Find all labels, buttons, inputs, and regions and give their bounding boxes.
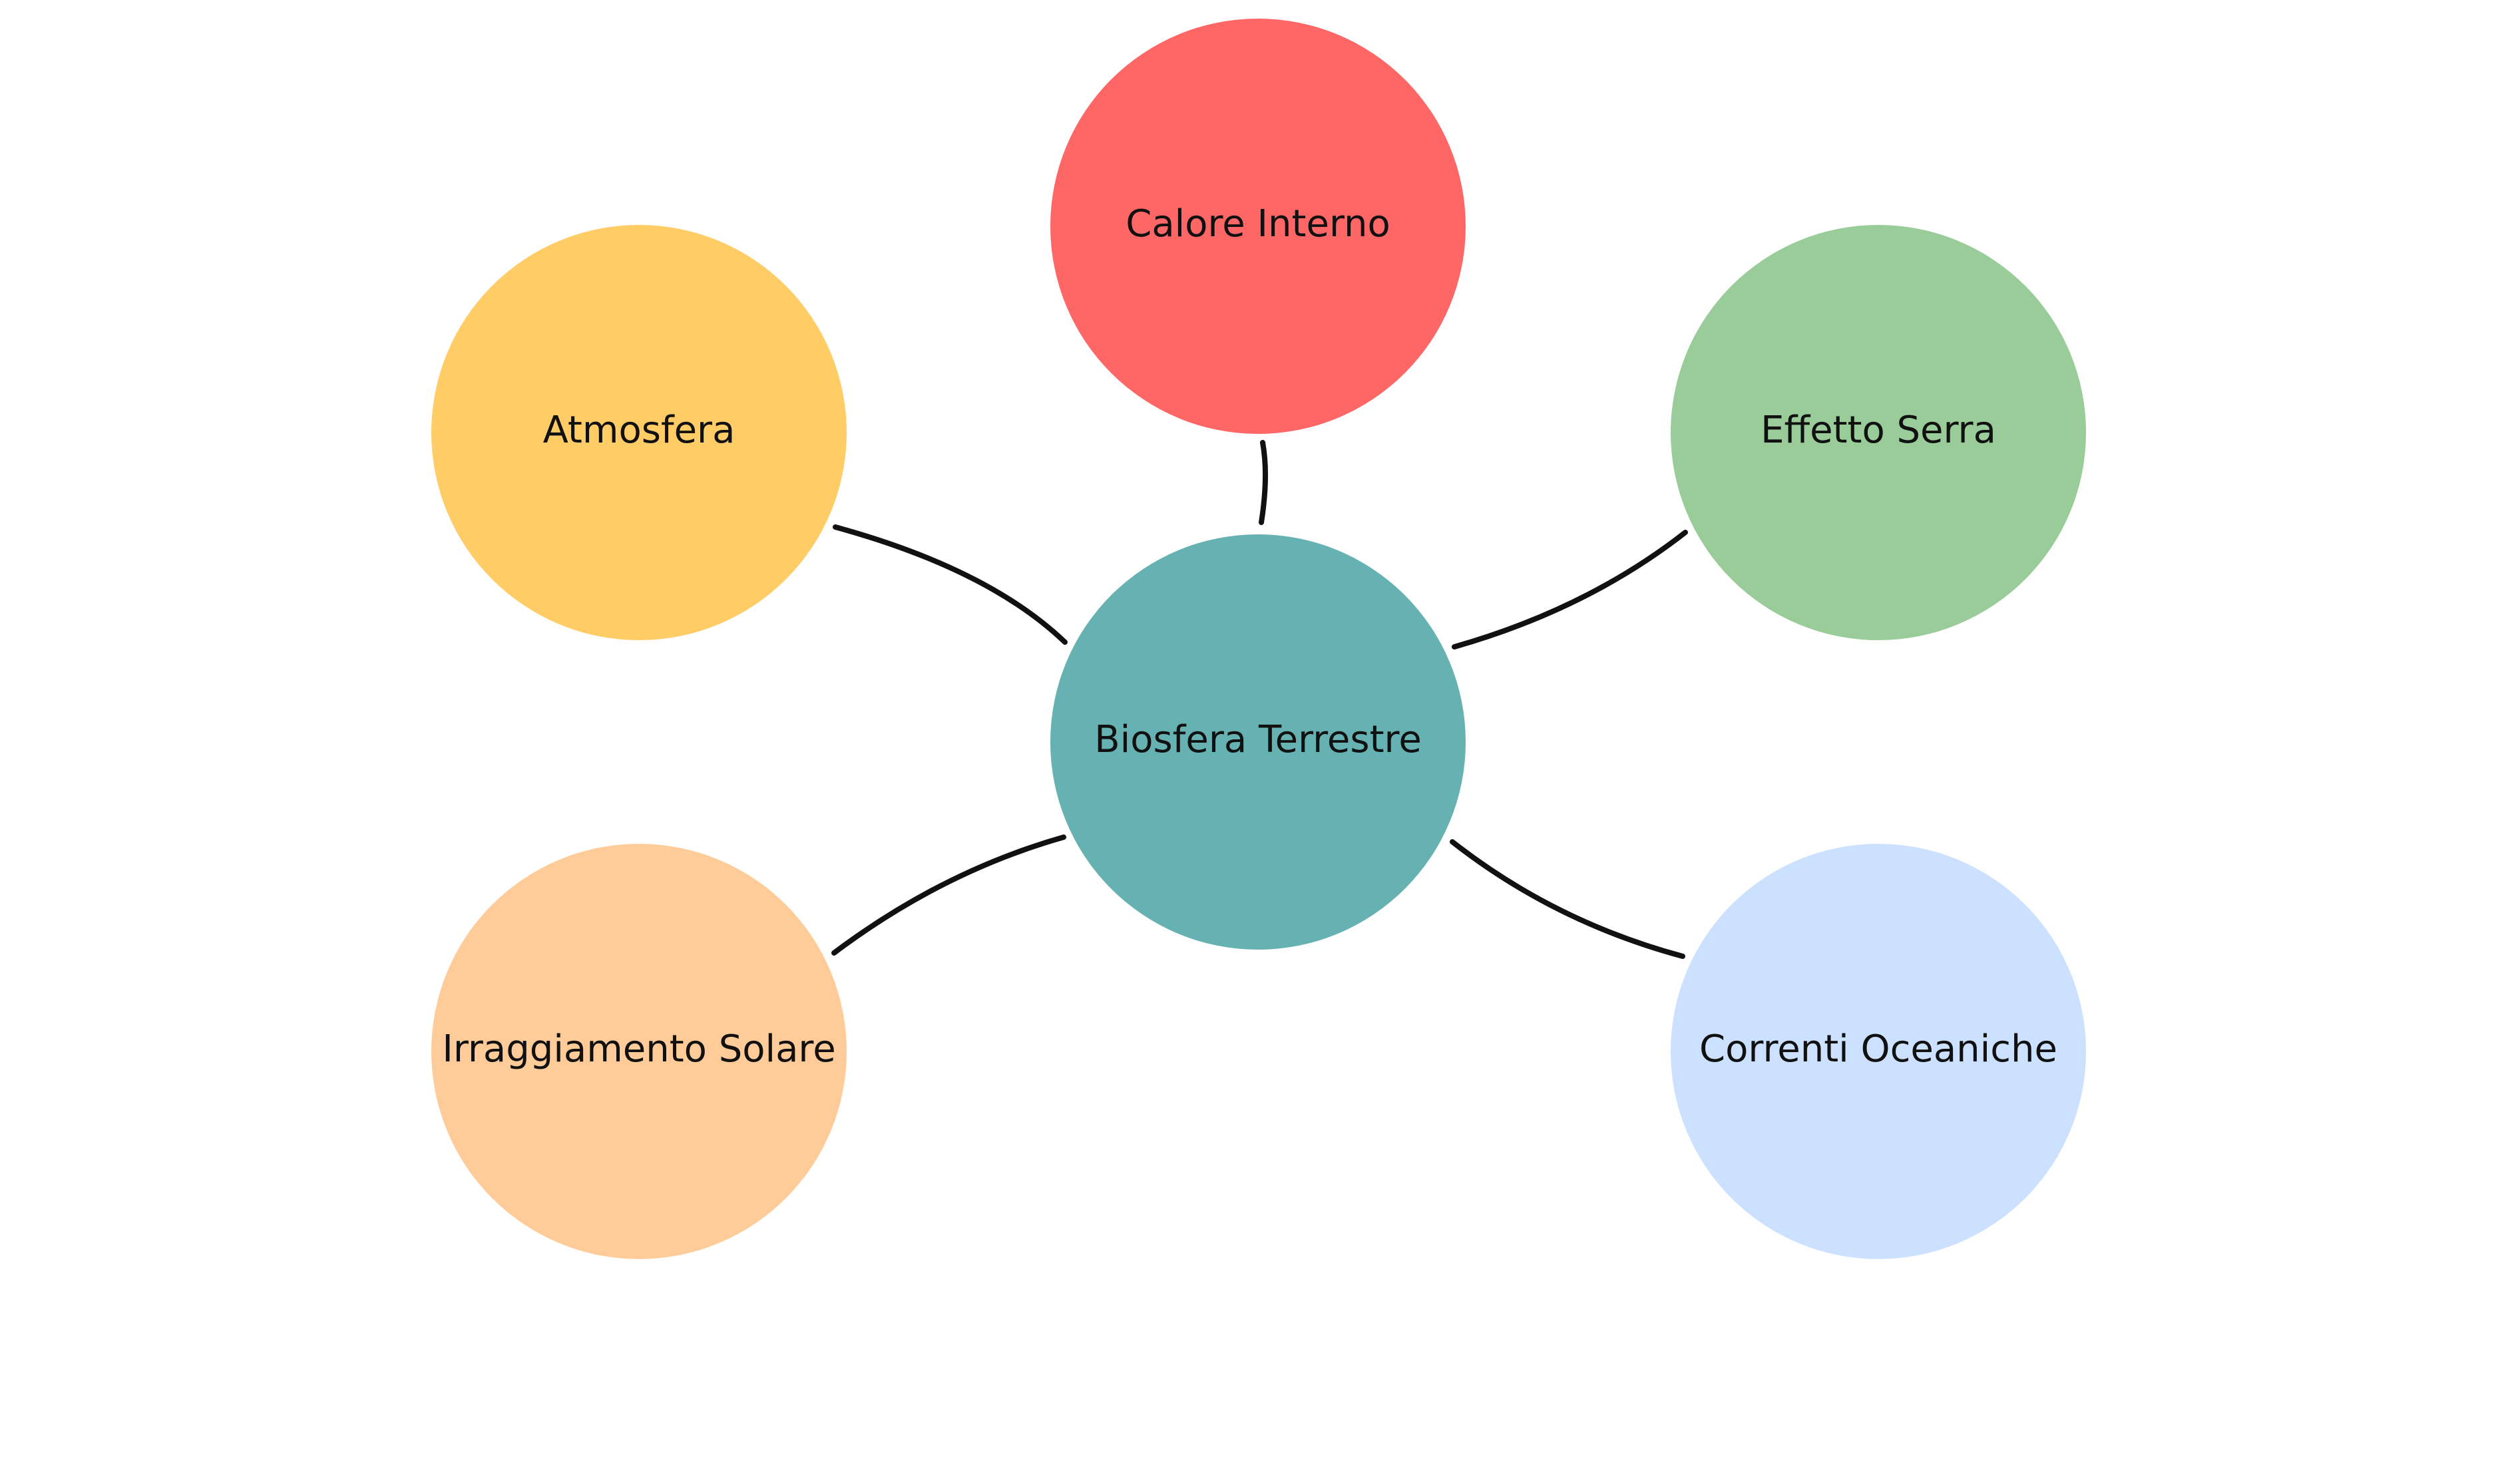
connector-correnti-oceaniche [1450,839,1685,959]
node-effetto-serra: Effetto Serra [1671,225,2086,640]
node-label: Effetto Serra [1761,409,1996,452]
node-circle [431,225,847,640]
node-circle [431,844,847,1259]
node-atmosfera: Atmosfera [431,225,847,640]
node-label: Correnti Oceaniche [1699,1027,2057,1071]
node-circle [1050,19,1466,434]
center-node-circle [1050,534,1466,950]
node-label: Irraggiamento Solare [442,1027,835,1071]
node-biosfera-terrestre: Biosfera Terrestre [1050,534,1466,950]
node-label: Calore Interno [1126,202,1390,246]
node-label: Atmosfera [543,409,735,452]
node-correnti-oceaniche: Correnti Oceaniche [1671,844,2086,1259]
connector-atmosfera [833,524,1068,645]
node-irraggiamento-solare: Irraggiamento Solare [431,844,847,1259]
connector-irraggiamento-solare [831,835,1066,956]
node-circle [1671,844,2086,1259]
node-calore-interno: Calore Interno [1050,19,1466,434]
connector-effetto-serra [1452,530,1688,649]
node-circle [1671,225,2086,640]
connector-calore-interno [1259,440,1269,525]
center-node-label: Biosfera Terrestre [1094,718,1422,761]
